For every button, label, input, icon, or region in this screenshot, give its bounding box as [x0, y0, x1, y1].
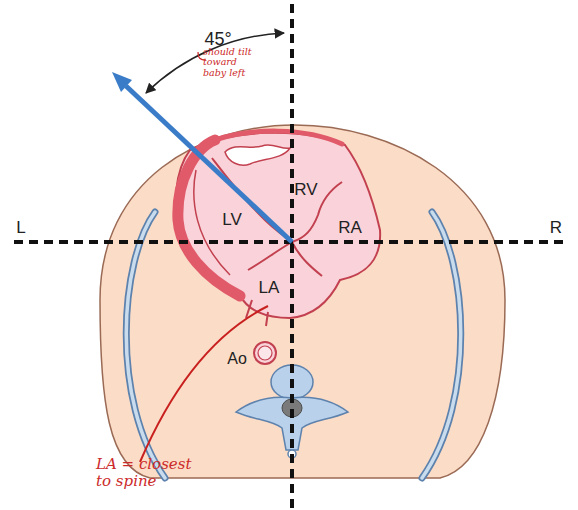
rv-wall: [215, 131, 342, 144]
chamber-label: RV: [294, 181, 317, 200]
chamber-label: LV: [222, 211, 242, 230]
left-rib: [126, 212, 165, 478]
atrial-septum: [292, 242, 322, 276]
tilt-note: should tilt toward baby left: [203, 47, 261, 78]
vessel-label: Ao: [227, 350, 247, 368]
probe-beam-head: [112, 72, 132, 92]
side-label: L: [16, 219, 25, 238]
mitral-valve: [248, 242, 292, 270]
rv-trabeculae: [225, 145, 290, 165]
side-label: R: [550, 219, 562, 238]
chamber-label: LA: [259, 279, 280, 298]
note-leader: [140, 306, 268, 462]
probe-beam-arrow: [126, 86, 292, 242]
aorta-inner: [258, 346, 272, 360]
right-rib-inner: [422, 212, 461, 478]
aorta-outer: [254, 342, 276, 364]
right-rib: [422, 212, 461, 478]
vertical-axis: [290, 4, 294, 510]
chamber-label: RA: [338, 219, 362, 238]
spine-note: LA = closest to spine: [96, 456, 204, 489]
body-outline: [100, 125, 505, 478]
left-rib-inner: [126, 212, 165, 478]
